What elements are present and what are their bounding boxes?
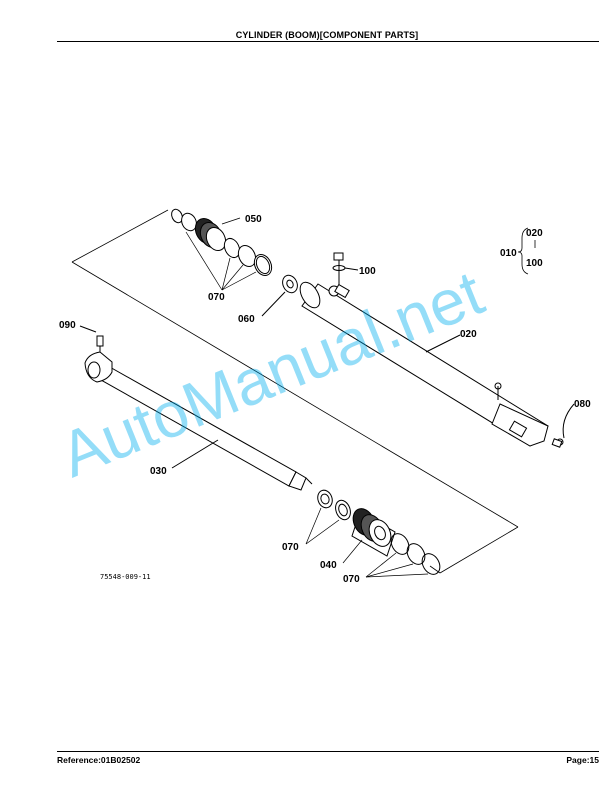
breather-plug-100 <box>332 252 359 285</box>
top-seal-leaders <box>185 217 257 291</box>
callout-060: 060 <box>238 314 255 325</box>
callout-040: 040 <box>320 560 337 571</box>
callout-070-bottom: 070 <box>343 574 360 585</box>
footer-reference: Reference:01B02502 <box>57 755 141 765</box>
figure-code: 75548-009-11 <box>100 573 151 581</box>
cylinder-tube-020 <box>299 281 549 447</box>
callout-020: 020 <box>460 329 477 340</box>
callout-090: 090 <box>59 320 76 331</box>
piston-packing-050 <box>194 217 227 252</box>
page-title: CYLINDER (BOOM)[COMPONENT PARTS] <box>235 30 419 40</box>
nut-060 <box>261 274 298 317</box>
callout-080: 080 <box>574 399 591 410</box>
middle-seal-group <box>317 489 351 521</box>
callout-100: 100 <box>359 266 376 277</box>
footer-divider <box>57 751 599 752</box>
legend-group-010: 010 <box>500 248 517 259</box>
callout-050: 050 <box>245 214 262 225</box>
grease-fitting-080 <box>551 403 575 448</box>
header-divider <box>57 41 599 42</box>
legend-bracket <box>517 227 536 275</box>
diagram-outline <box>71 209 519 574</box>
bottom-seal-group <box>390 533 441 575</box>
lower-leaders <box>305 507 429 578</box>
footer-page-number: Page:15 <box>566 755 599 765</box>
callout-070-middle: 070 <box>282 542 299 553</box>
callout-070-top: 070 <box>208 292 225 303</box>
grease-nipple-090 <box>79 325 104 352</box>
legend-item-100: 100 <box>526 258 543 269</box>
top-seal-group <box>171 208 273 277</box>
piston-040 <box>351 508 396 557</box>
callout-030: 030 <box>150 466 167 477</box>
piston-rod-030 <box>84 351 313 491</box>
legend-item-020: 020 <box>526 228 543 239</box>
